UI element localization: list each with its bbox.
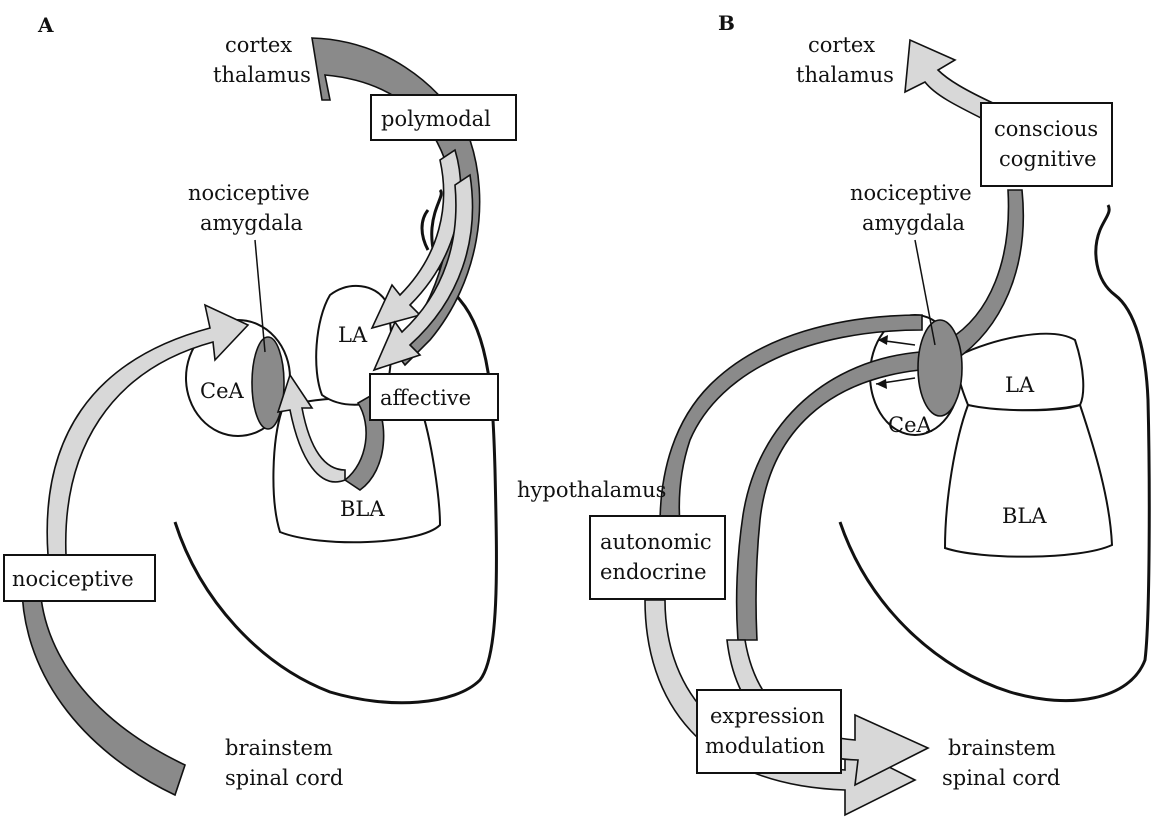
panel-b-la-label: LA <box>1005 373 1035 397</box>
panel-a-la-label: LA <box>338 323 368 347</box>
panel-b-cortex-label-2: thalamus <box>796 63 894 87</box>
panel-a-brainstem-label-2: spinal cord <box>225 766 343 790</box>
panel-b-autonomic-label-2: endocrine <box>600 560 707 584</box>
panel-b-conscious-box <box>981 103 1112 186</box>
panel-a-affective-label: affective <box>380 386 471 410</box>
panel-b: B cortex thalamus conscious cognitive no… <box>517 11 1149 815</box>
panel-a-bla-label: BLA <box>340 497 385 521</box>
panel-a-cea-label: CeA <box>200 379 244 403</box>
panel-a-brainstem-pathway-dark <box>22 580 185 795</box>
panel-b-bla-nucleus <box>945 405 1112 557</box>
panel-b-amygdala-core <box>918 320 962 416</box>
panel-b-conscious-label-1: conscious <box>994 117 1098 141</box>
panel-a-brainstem-label-1: brainstem <box>225 736 333 760</box>
panel-b-expression-label-2: modulation <box>705 734 825 758</box>
panel-b-label: B <box>718 11 735 35</box>
panel-a-label: A <box>37 13 54 37</box>
panel-b-autonomic-label-1: autonomic <box>600 530 712 554</box>
panel-a-polymodal-label: polymodal <box>381 107 491 131</box>
panel-b-brainstem-label-1: brainstem <box>948 736 1056 760</box>
panel-a-amygdala-core <box>252 337 284 429</box>
panel-b-cea-label: CeA <box>888 413 932 437</box>
panel-b-bla-label: BLA <box>1002 504 1047 528</box>
panel-b-expression-label-1: expression <box>710 704 825 728</box>
panel-a-cortex-label-2: thalamus <box>213 63 311 87</box>
panel-b-amygdala-label-2: amygdala <box>862 211 965 235</box>
panel-b-conscious-label-2: cognitive <box>999 147 1097 171</box>
panel-a-amygdala-label-1: nociceptive <box>188 181 310 205</box>
panel-a: A cortex thalamus polymodal nociceptive … <box>4 13 516 795</box>
panel-a-brain-outline-inner <box>422 210 428 250</box>
panel-b-amygdala-label-1: nociceptive <box>850 181 972 205</box>
panel-b-cortex-label-1: cortex <box>808 33 875 57</box>
panel-b-autonomic-box <box>590 516 725 599</box>
panel-a-nociceptive-label: nociceptive <box>12 567 134 591</box>
panel-b-hypothalamus-label: hypothalamus <box>517 478 666 502</box>
panel-a-cortex-label-1: cortex <box>225 33 292 57</box>
panel-b-brainstem-label-2: spinal cord <box>942 766 1060 790</box>
panel-a-amygdala-label-2: amygdala <box>200 211 303 235</box>
panel-b-expression-box <box>697 690 841 773</box>
